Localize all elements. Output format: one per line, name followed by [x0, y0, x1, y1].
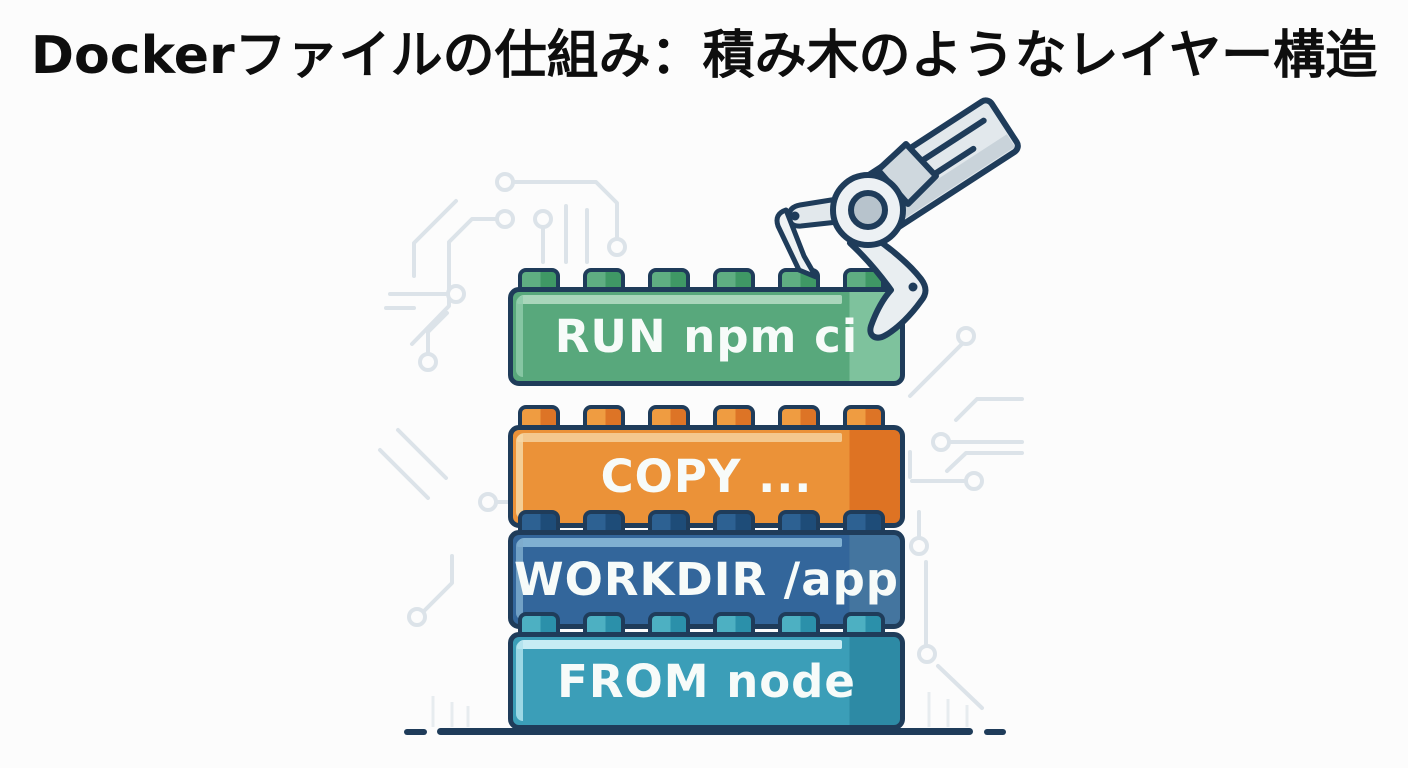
page-title: Dockerファイルの仕組み：積み木のようなレイヤー構造 [30, 26, 1378, 86]
brick-label: FROM node [557, 654, 856, 708]
brick-label: COPY ... [600, 450, 813, 503]
ground-line [437, 728, 973, 735]
brick-studs [518, 510, 885, 540]
brick-label: WORKDIR /app [513, 553, 900, 606]
ground-line-dash [984, 729, 1006, 735]
brick-body: WORKDIR /app [508, 530, 905, 629]
brick-body: COPY ... [508, 425, 905, 528]
ground-line-dash [404, 729, 427, 735]
brick-body: FROM node [508, 632, 905, 730]
brick-label: RUN npm ci [554, 310, 859, 363]
brick-body: RUN npm ci [508, 287, 905, 386]
